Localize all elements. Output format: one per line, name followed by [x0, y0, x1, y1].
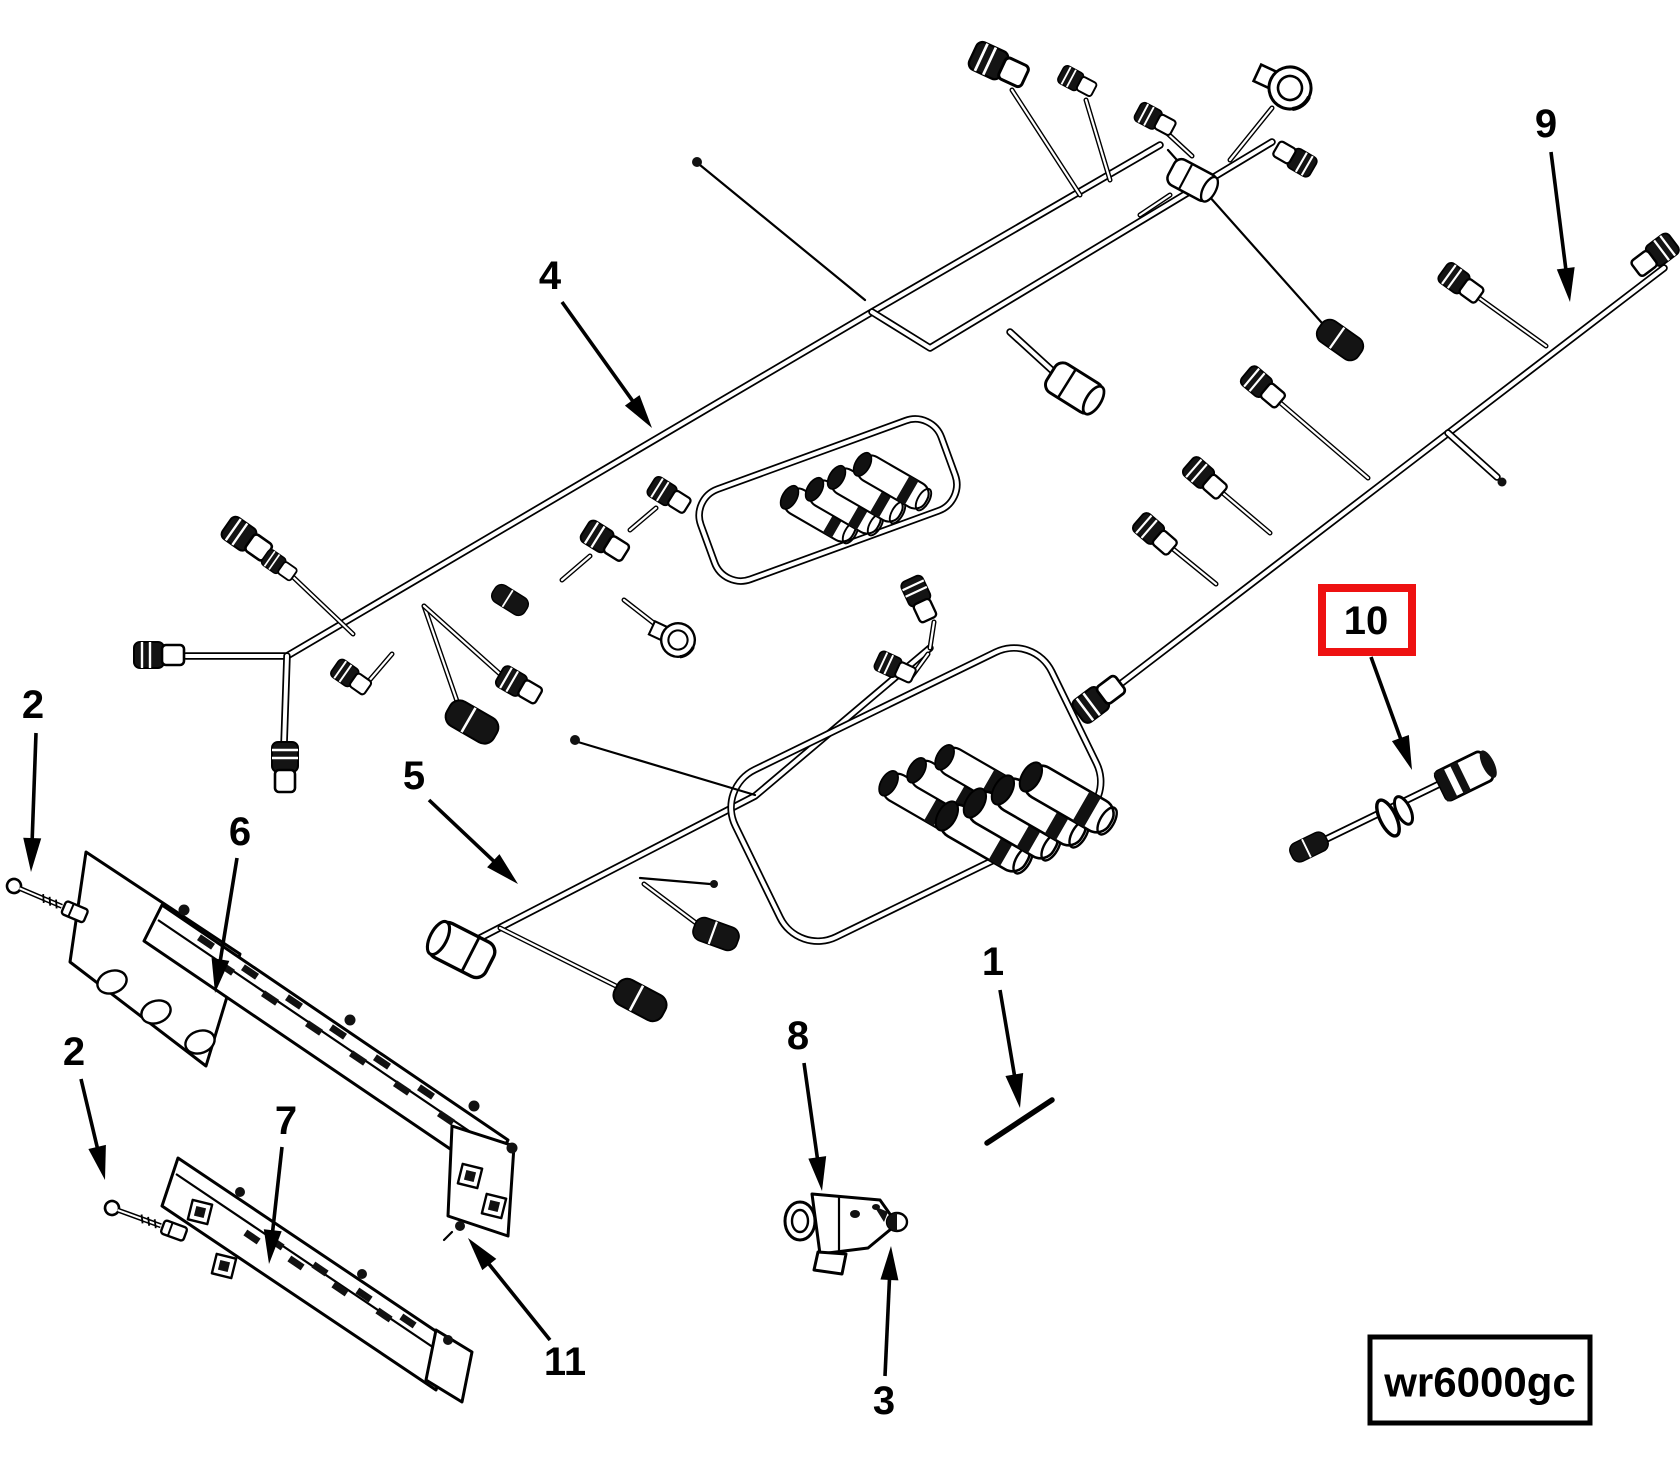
highlight-box	[1318, 584, 1416, 656]
assembly-ref-item1	[984, 1097, 1055, 1146]
callout-arrow	[217, 857, 239, 966]
callout-arrowhead	[23, 837, 42, 872]
mounting-plate-item7	[160, 1156, 474, 1404]
callout-arrow	[270, 1146, 284, 1237]
callout-7[interactable]: 7	[263, 1099, 297, 1264]
callout-9[interactable]: 9	[1535, 102, 1575, 302]
sensor-cable-item10	[1286, 750, 1497, 866]
mounting-plate-item6	[68, 850, 518, 1238]
callout-arrow	[484, 1258, 552, 1342]
screw-item11	[442, 1221, 465, 1242]
harness-upper-item4	[132, 38, 1369, 794]
callout-number-8: 8	[787, 1014, 809, 1058]
callout-5[interactable]: 5	[403, 754, 518, 884]
plate-slots	[243, 1229, 417, 1329]
harness-right-item9	[1068, 230, 1680, 727]
callout-arrowhead	[880, 1246, 899, 1281]
callout-number-5: 5	[403, 754, 425, 798]
callout-arrow	[560, 300, 638, 407]
bracket-item8	[783, 1192, 899, 1276]
callout-2-lower[interactable]: 2	[63, 1030, 106, 1180]
callout-arrowhead	[468, 1238, 497, 1271]
callout-arrow	[883, 1273, 892, 1377]
callout-number-11: 11	[544, 1340, 586, 1384]
callout-2-upper[interactable]: 2	[22, 683, 44, 872]
callout-10[interactable]: 10	[1318, 584, 1416, 770]
part-code-text: wr6000gc	[1383, 1359, 1575, 1406]
callout-arrowhead	[88, 1144, 106, 1180]
plate-slots	[196, 934, 456, 1126]
callout-number-9: 9	[1535, 102, 1557, 146]
callout-number-4: 4	[539, 254, 562, 298]
callout-1[interactable]: 1	[982, 940, 1024, 1108]
callout-arrowhead	[211, 957, 230, 993]
callout-4[interactable]: 4	[539, 254, 652, 428]
part-code-box: wr6000gc	[1367, 1334, 1593, 1426]
callout-arrow	[1549, 151, 1569, 275]
callout-arrow	[427, 798, 499, 867]
callout-layer: 2 4 9 10 5 6 2 7 11 8 1 3	[22, 102, 1575, 1423]
callout-arrow	[802, 1062, 820, 1164]
harness-middle-item5	[420, 572, 1123, 1027]
callout-number-1: 1	[982, 940, 1004, 984]
bolt-item3	[874, 1206, 909, 1233]
callout-arrow	[30, 732, 38, 845]
callout-number-10: 10	[1344, 599, 1389, 643]
callout-3[interactable]: 3	[873, 1246, 899, 1423]
callout-arrow	[998, 989, 1018, 1081]
callout-arrowhead	[808, 1156, 827, 1191]
callout-number-2-upper: 2	[22, 683, 44, 727]
callout-number-3: 3	[873, 1379, 895, 1423]
callout-arrowhead	[1005, 1072, 1024, 1108]
callout-11[interactable]: 11	[468, 1238, 586, 1384]
callout-arrowhead	[1556, 267, 1575, 302]
callout-arrow	[79, 1078, 101, 1154]
callout-arrowhead	[263, 1229, 282, 1264]
callout-8[interactable]: 8	[787, 1014, 827, 1191]
callout-arrowhead	[487, 854, 518, 884]
callout-arrow	[1369, 656, 1405, 745]
callout-arrowhead	[624, 395, 652, 428]
callout-arrowhead	[1391, 734, 1412, 770]
callout-number-7: 7	[275, 1099, 297, 1143]
callout-number-6: 6	[229, 810, 251, 854]
callout-number-2-lower: 2	[63, 1030, 85, 1074]
callout-6[interactable]: 6	[211, 810, 252, 993]
